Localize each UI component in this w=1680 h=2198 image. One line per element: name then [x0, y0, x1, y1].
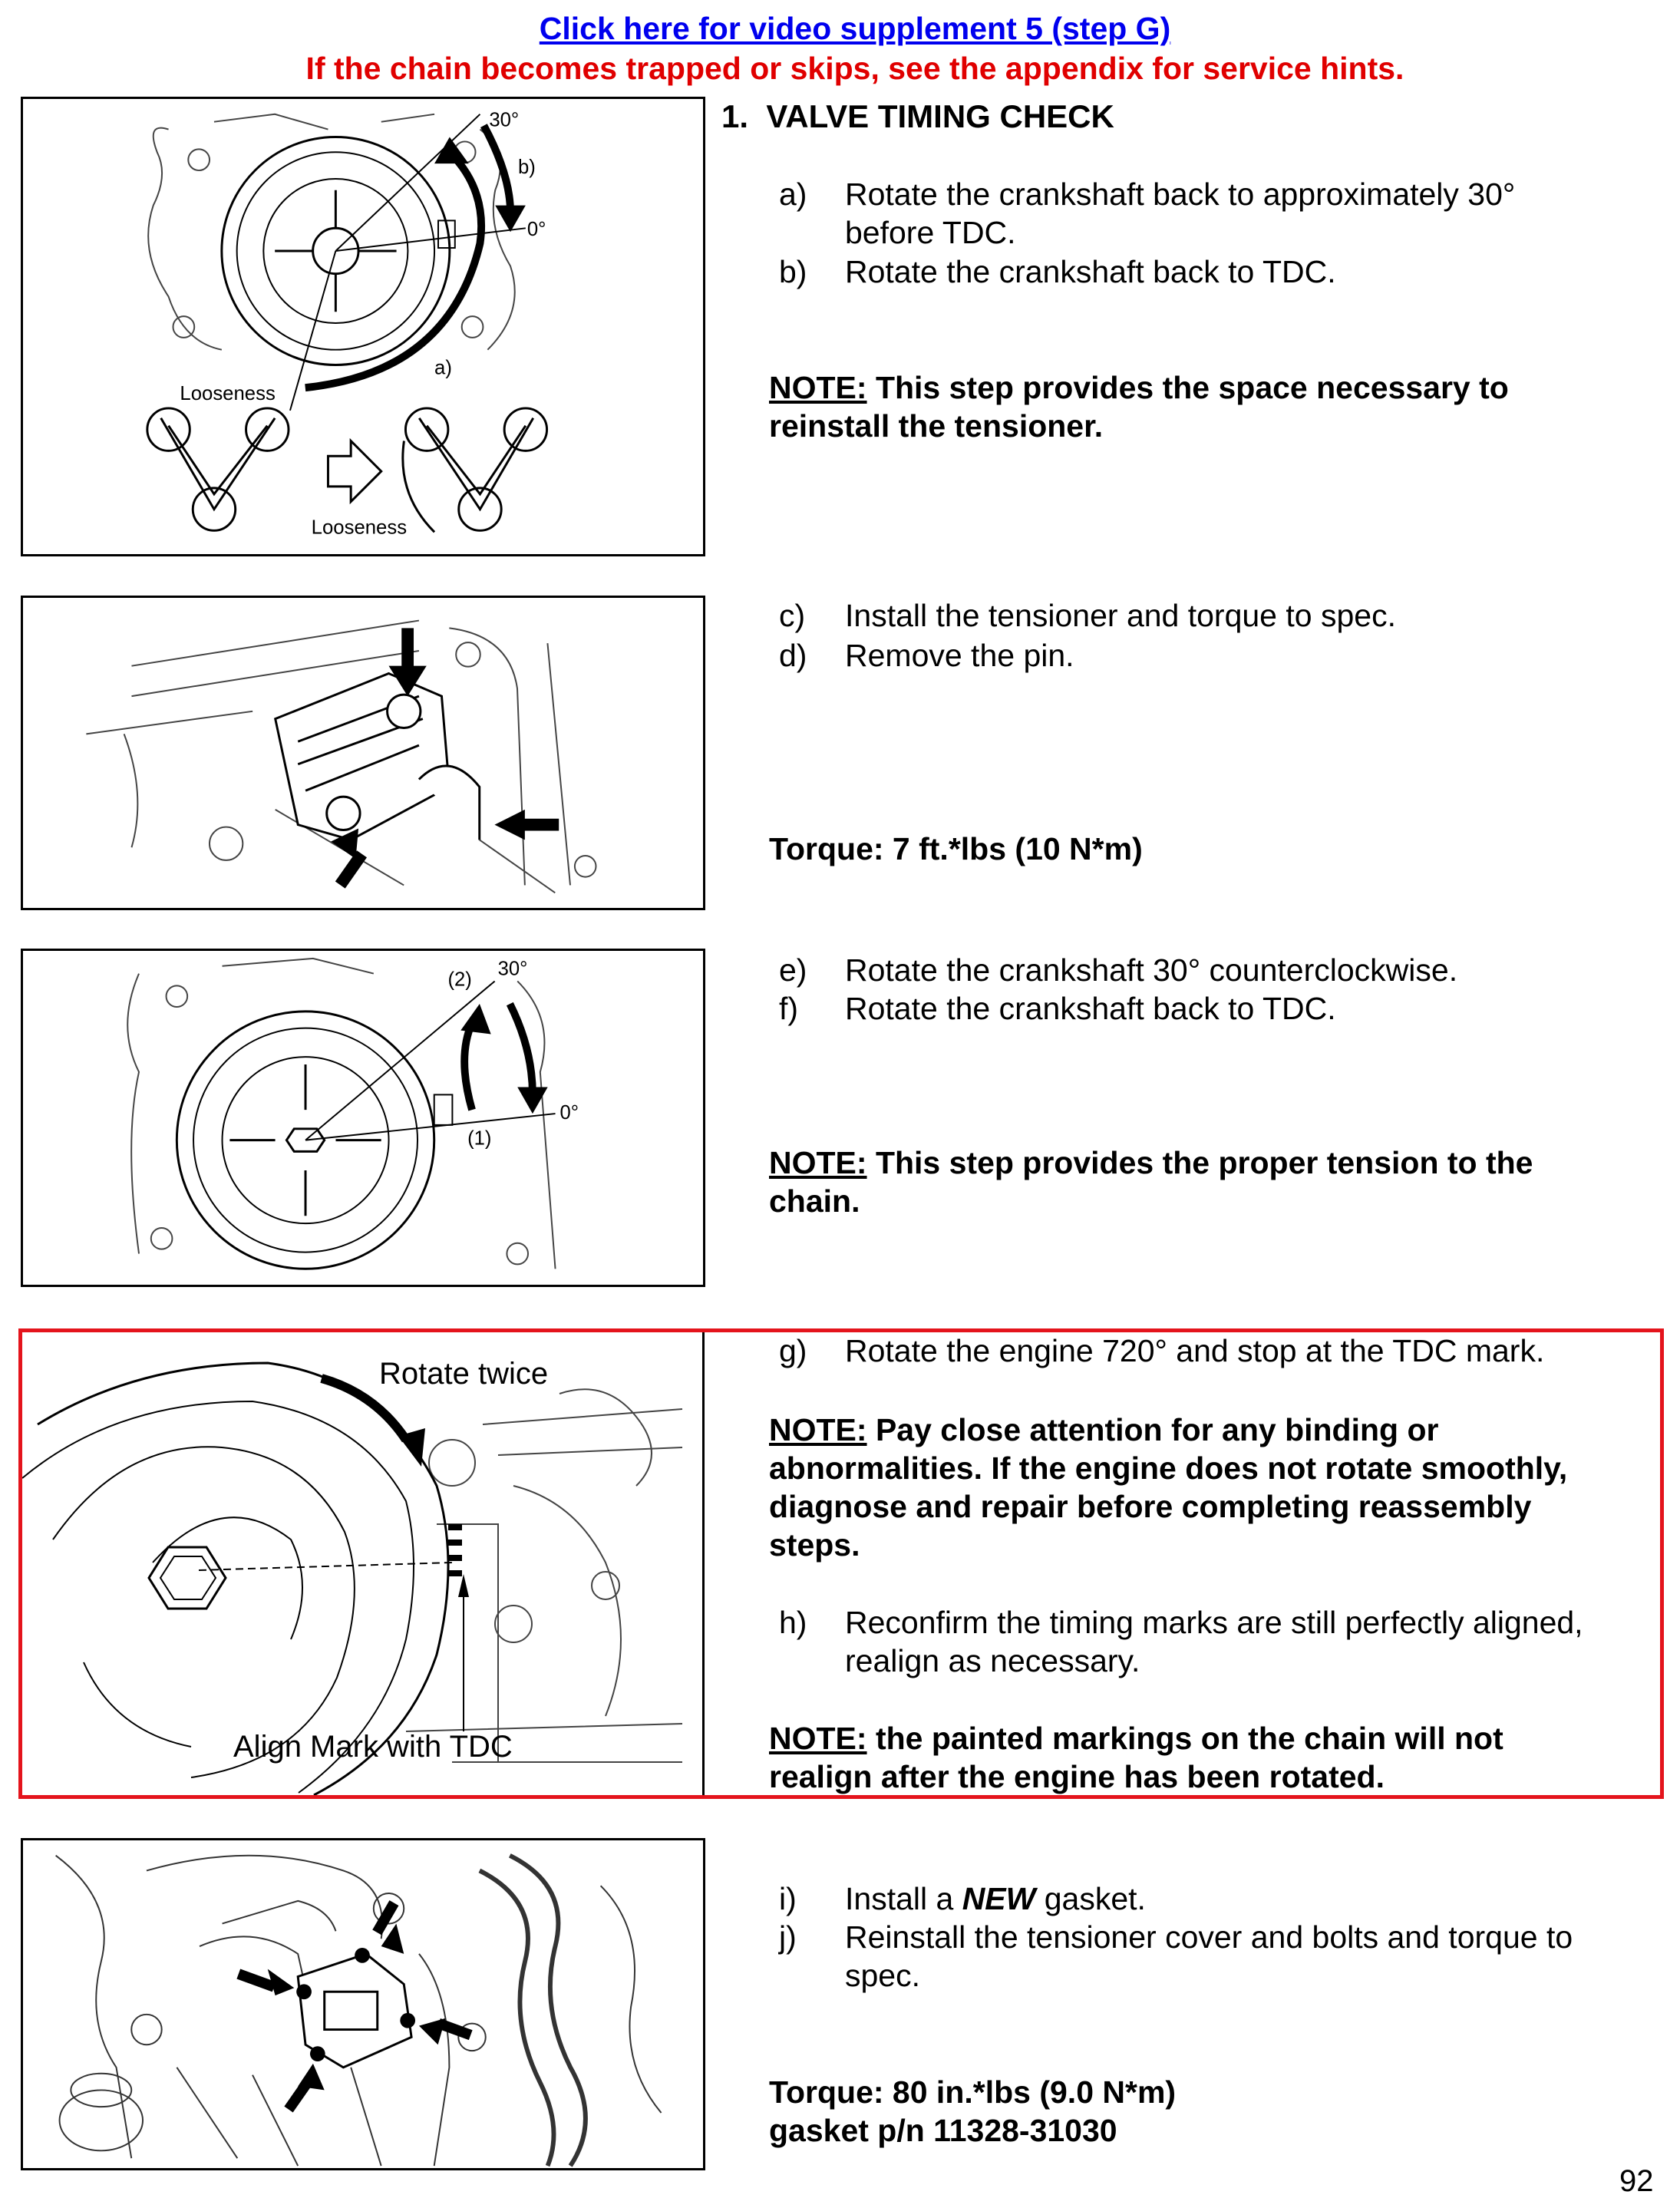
note-1: NOTE: This step provides the space neces…	[769, 368, 1667, 445]
step-i-label: i)	[779, 1881, 797, 1916]
step-i-new-emphasis: NEW	[962, 1881, 1036, 1916]
note-3: NOTE: Pay close attention for any bindin…	[769, 1411, 1667, 1564]
figure-tensioner-cover	[21, 1838, 705, 2170]
step-g-text: Rotate the engine 720° and stop at the T…	[845, 1333, 1545, 1368]
step-j-label: j)	[779, 1919, 797, 1955]
crank-pulley-diagram-2: (2) 30° 0° (1)	[127, 957, 579, 1270]
step-i-prefix: Install a	[845, 1881, 962, 1916]
video-supplement-link[interactable]: Click here for video supplement 5 (step …	[539, 11, 1171, 46]
step-h-text-line2: realign as necessary.	[845, 1643, 1140, 1678]
fig3-angle-0: 0°	[559, 1102, 579, 1124]
fig4-rotate-twice: Rotate twice	[379, 1357, 548, 1391]
note-2: NOTE: This step provides the proper tens…	[769, 1144, 1667, 1220]
gasket-part-number: gasket p/n 11328-31030	[769, 2113, 1117, 2148]
highlight-box-rotate-720	[18, 1328, 1664, 1799]
step-f-text: Rotate the crankshaft back to TDC.	[845, 991, 1336, 1026]
fig1-looseness-bottom: Looseness	[312, 516, 407, 538]
step-d-text: Remove the pin.	[845, 638, 1074, 673]
fig3-label-1: (1)	[467, 1128, 491, 1150]
step-b-label: b)	[779, 254, 807, 289]
note-3-label: NOTE:	[769, 1412, 867, 1447]
step-i-suffix: gasket.	[1035, 1881, 1146, 1916]
step-g-label: g)	[779, 1333, 807, 1368]
step-h: h) Reconfirm the timing marks are still …	[779, 1603, 1662, 1680]
step-j-text-line1: Reinstall the tensioner cover and bolts …	[845, 1919, 1573, 1955]
fig1-looseness-top: Looseness	[180, 383, 275, 404]
fig3-angle-30: 30°	[498, 959, 528, 980]
step-e-label: e)	[779, 952, 807, 988]
step-e-text: Rotate the crankshaft 30° counterclockwi…	[845, 952, 1458, 988]
note-2-line1: This step provides the proper tension to…	[866, 1145, 1533, 1180]
chain-warning: If the chain becomes trapped or skips, s…	[305, 51, 1404, 86]
highlight-box-divider	[702, 1332, 705, 1795]
torque-spec-1: Torque: 7 ft.*lbs (10 N*m)	[769, 831, 1143, 866]
step-e: e) Rotate the crankshaft 30° countercloc…	[779, 951, 1662, 989]
fig4-align-mark: Align Mark with TDC	[233, 1730, 513, 1764]
fig1-label-a: a)	[434, 357, 452, 378]
step-c-text: Install the tensioner and torque to spec…	[845, 598, 1396, 633]
note-1-line1: This step provides the space necessary t…	[866, 370, 1509, 405]
figure-crank-back-30: 30° b) 0° a) Looseness Looseness	[21, 97, 705, 556]
step-a-text-line2: before TDC.	[845, 215, 1016, 250]
rotate-twice-diagram: Rotate twice Align Mark with TDC	[22, 1357, 683, 1795]
step-b-text: Rotate the crankshaft back to TDC.	[845, 254, 1336, 289]
tensioner-cover-diagram	[55, 1853, 662, 2167]
note-1-label: NOTE:	[769, 370, 867, 405]
tensioner-diagram	[86, 619, 597, 894]
note-4: NOTE: the painted markings on the chain …	[769, 1719, 1667, 1796]
note-4-line1: the painted markings on the chain will n…	[866, 1721, 1503, 1756]
note-2-line2: chain.	[769, 1183, 860, 1219]
note-3-line4: steps.	[769, 1527, 860, 1563]
step-i: i) Install a NEW gasket.	[779, 1880, 1662, 1918]
step-f-label: f)	[779, 991, 799, 1026]
note-4-label: NOTE:	[769, 1721, 867, 1756]
step-f: f) Rotate the crankshaft back to TDC.	[779, 989, 1662, 1028]
step-i-text: Install a NEW gasket.	[845, 1880, 1146, 1918]
page-number: 92	[1619, 2164, 1654, 2198]
note-3-line1: Pay close attention for any binding or	[866, 1412, 1439, 1447]
note-3-line2: abnormalities. If the engine does not ro…	[769, 1450, 1568, 1486]
step-g: g) Rotate the engine 720° and stop at th…	[779, 1332, 1662, 1370]
note-4-line2: realign after the engine has been rotate…	[769, 1759, 1385, 1794]
step-c-label: c)	[779, 598, 806, 633]
fig1-label-b: b)	[518, 157, 536, 178]
step-j-text-line2: spec.	[845, 1958, 920, 1993]
note-3-line3: diagnose and repair before completing re…	[769, 1489, 1532, 1524]
section-number: 1.	[721, 98, 749, 134]
note-1-line2: reinstall the tensioner.	[769, 408, 1104, 444]
section-title: VALVE TIMING CHECK	[766, 98, 1114, 134]
step-a: a) Rotate the crankshaft back to approxi…	[779, 175, 1662, 259]
step-h-text-line1: Reconfirm the timing marks are still per…	[845, 1605, 1583, 1640]
figure-tensioner-install	[21, 596, 705, 910]
figure-crank-ccw-30: (2) 30° 0° (1)	[21, 949, 705, 1287]
step-d: d) Remove the pin.	[779, 636, 1662, 675]
step-a-text-line1: Rotate the crankshaft back to approximat…	[845, 177, 1516, 212]
step-d-label: d)	[779, 638, 807, 673]
step-h-label: h)	[779, 1605, 807, 1640]
step-b: b) Rotate the crankshaft back to TDC.	[779, 252, 1662, 291]
step-a-label: a)	[779, 177, 807, 212]
step-c: c) Install the tensioner and torque to s…	[779, 596, 1662, 635]
figure-rotate-twice: Rotate twice Align Mark with TDC	[22, 1332, 702, 1795]
fig1-angle-30: 30°	[489, 110, 519, 131]
torque-spec-2: Torque: 80 in.*lbs (9.0 N*m)	[769, 2074, 1177, 2110]
section-heading: 1. VALVE TIMING CHECK	[721, 98, 1114, 135]
fig1-angle-0: 0°	[527, 219, 546, 240]
fig3-label-2: (2)	[447, 969, 471, 990]
crank-pulley-diagram-1: 30° b) 0° a) Looseness Looseness	[146, 110, 549, 538]
step-j: j) Reinstall the tensioner cover and bol…	[779, 1918, 1662, 1995]
note-2-label: NOTE:	[769, 1145, 867, 1180]
